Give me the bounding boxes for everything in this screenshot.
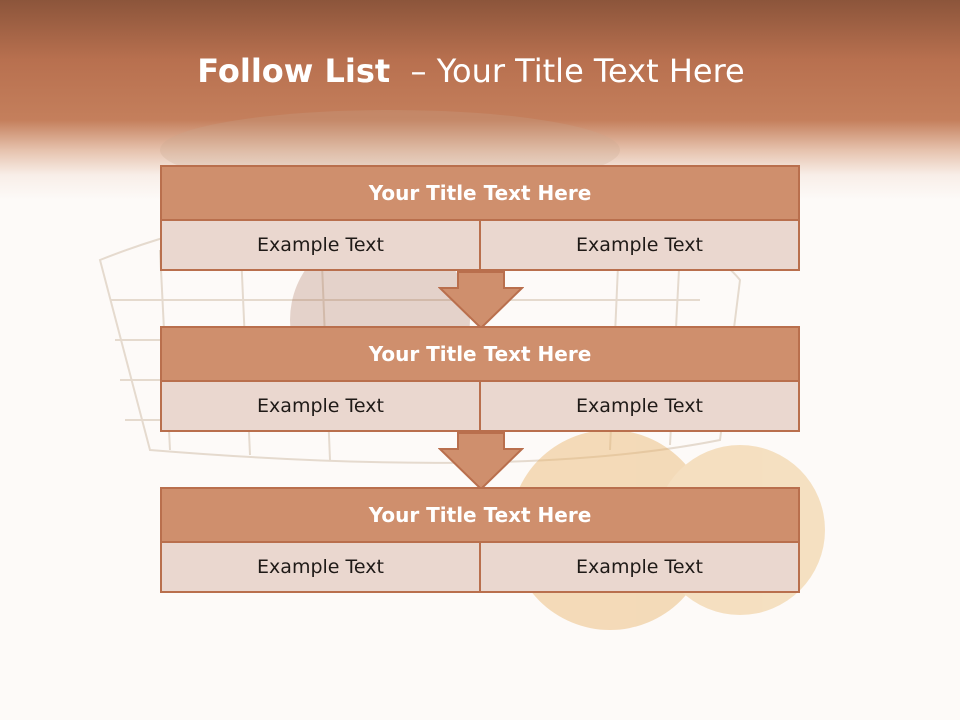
block-cell-left: Example Text xyxy=(160,543,481,593)
block-cell-right: Example Text xyxy=(481,382,800,432)
block-row: Example Text Example Text xyxy=(160,221,800,271)
block-title: Your Title Text Here xyxy=(160,487,800,543)
slide-title-bold: Follow List xyxy=(197,52,391,90)
down-arrow-icon xyxy=(438,432,524,491)
block-row: Example Text Example Text xyxy=(160,382,800,432)
list-block-3: Your Title Text Here Example Text Exampl… xyxy=(160,487,800,593)
list-block-2: Your Title Text Here Example Text Exampl… xyxy=(160,326,800,432)
block-row: Example Text Example Text xyxy=(160,543,800,593)
slide-title-rest: – Your Title Text Here xyxy=(390,52,745,90)
list-block-1: Your Title Text Here Example Text Exampl… xyxy=(160,165,800,271)
block-title: Your Title Text Here xyxy=(160,326,800,382)
block-cell-left: Example Text xyxy=(160,382,481,432)
down-arrow-icon xyxy=(438,271,524,330)
block-cell-right: Example Text xyxy=(481,543,800,593)
block-cell-left: Example Text xyxy=(160,221,481,271)
slide-title: Follow List – Your Title Text Here xyxy=(0,52,942,90)
block-cell-right: Example Text xyxy=(481,221,800,271)
block-title: Your Title Text Here xyxy=(160,165,800,221)
